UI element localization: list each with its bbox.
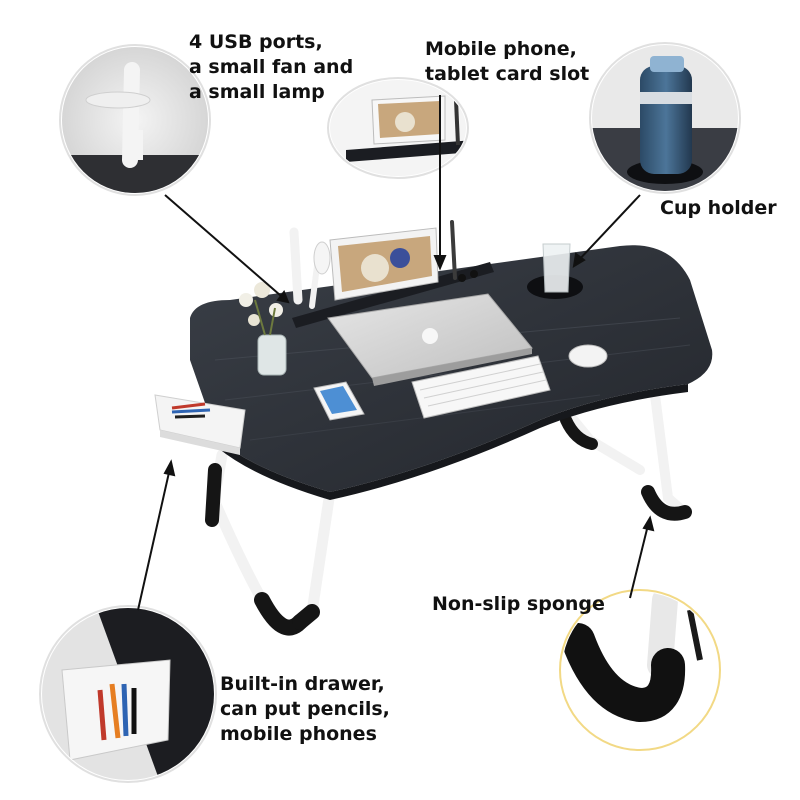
back-left-sponge <box>560 414 598 450</box>
keyboard <box>411 355 551 419</box>
callout-line: 4 USB ports, <box>189 31 323 53</box>
flower-vase <box>239 282 287 376</box>
usb-lamp-fan <box>289 227 331 309</box>
callout-usb-ports: 4 USB ports, a small fan and a small lam… <box>189 30 353 105</box>
callout-line: Non-slip sponge <box>432 593 605 615</box>
callout-line: tablet card slot <box>425 63 590 85</box>
callout-card-slot: Mobile phone, tablet card slot <box>425 37 589 87</box>
pointer-arrows <box>137 95 655 611</box>
inset-built-in-drawer <box>39 605 217 783</box>
callout-line: Cup holder <box>660 197 777 219</box>
callout-line: Mobile phone, <box>425 38 577 60</box>
callout-line: a small lamp <box>189 81 325 103</box>
callout-built-in-drawer: Built-in drawer, can put pencils, mobile… <box>220 672 390 747</box>
smartphone <box>313 381 365 421</box>
laptop <box>327 293 533 386</box>
callout-non-slip-sponge: Non-slip sponge <box>432 592 605 617</box>
callout-line: a small fan and <box>189 56 354 78</box>
glass <box>542 243 571 293</box>
lap-desk-table <box>154 220 713 636</box>
front-right-leg <box>306 486 336 618</box>
callout-line: can put pencils, <box>220 698 390 720</box>
inset-non-slip-sponge <box>559 589 721 751</box>
pen <box>450 220 457 280</box>
inset-usb-fan-lamp <box>59 44 211 196</box>
callout-line: mobile phones <box>220 723 377 745</box>
tablet <box>329 227 439 301</box>
table-drawer <box>154 394 246 455</box>
mouse <box>568 344 608 368</box>
front-left-sponge-top <box>205 463 222 527</box>
back-right-leg <box>650 390 689 517</box>
callout-cup-holder: Cup holder <box>660 196 777 221</box>
inset-cup-holder <box>589 42 741 194</box>
card-slot-rail <box>292 262 494 328</box>
inset-card-slot <box>327 77 469 179</box>
callout-line: Built-in drawer, <box>220 673 385 695</box>
back-right-sponge <box>641 485 692 521</box>
